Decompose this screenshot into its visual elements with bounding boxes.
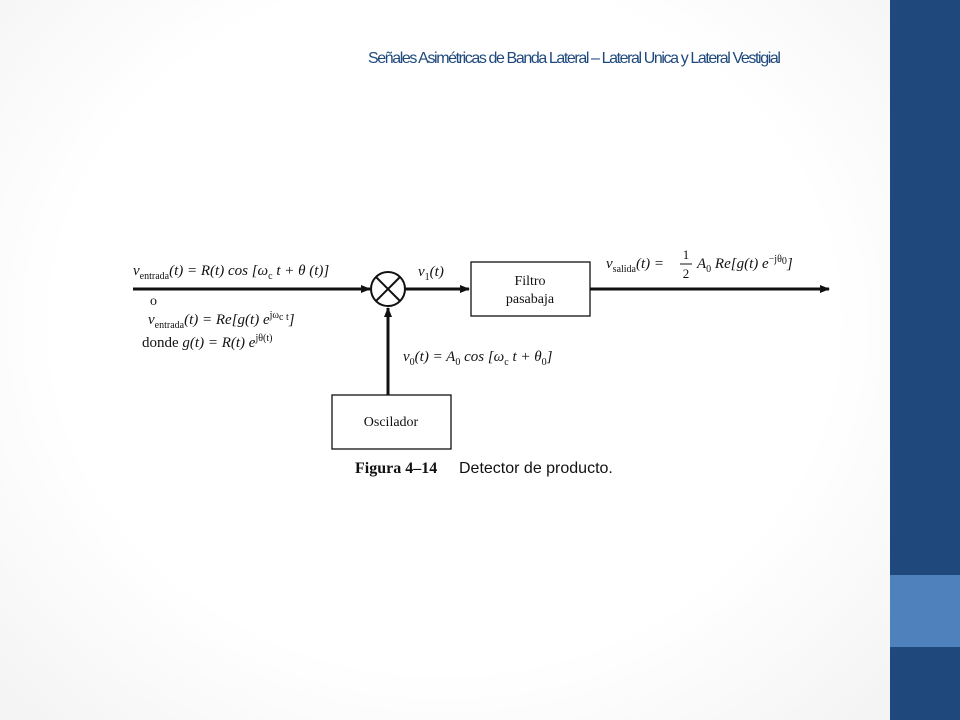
input-equation-1: ventrada(t) = R(t) cos [ωc t + θ (t)]: [133, 263, 329, 282]
oscillator-block: [331, 394, 452, 450]
figure-caption-text: Detector de producto.: [459, 460, 613, 477]
sidebar-accent-light: [890, 575, 960, 647]
filter-label-line1: Filtro: [514, 274, 545, 289]
output-equation: vsalida(t) =: [606, 256, 664, 275]
slide-background: [0, 0, 890, 720]
output-equation-tail: A0 Re[g(t) e−jθ0]: [696, 254, 793, 275]
output-fraction-numerator: 1: [683, 247, 690, 262]
slide-title: Señales Asimétricas de Banda Lateral – L…: [368, 50, 781, 67]
mixer-symbol: [370, 271, 406, 307]
figure-caption-number: Figura 4–14: [355, 460, 437, 477]
filter-label-line2: pasabaja: [506, 292, 555, 307]
or-label: o: [150, 294, 157, 309]
output-fraction-denominator: 2: [683, 266, 690, 281]
lowpass-filter-block: [470, 261, 591, 317]
v1-label: v1(t): [418, 264, 444, 283]
input-equation-2: ventrada(t) = Re[g(t) ejωc t]: [148, 310, 295, 331]
input-equation-3: donde g(t) = R(t) ejθ(t): [142, 333, 272, 351]
v0-equation: v0(t) = A0 cos [ωc t + θ0]: [403, 349, 553, 368]
oscillator-label: Oscilador: [364, 415, 419, 430]
